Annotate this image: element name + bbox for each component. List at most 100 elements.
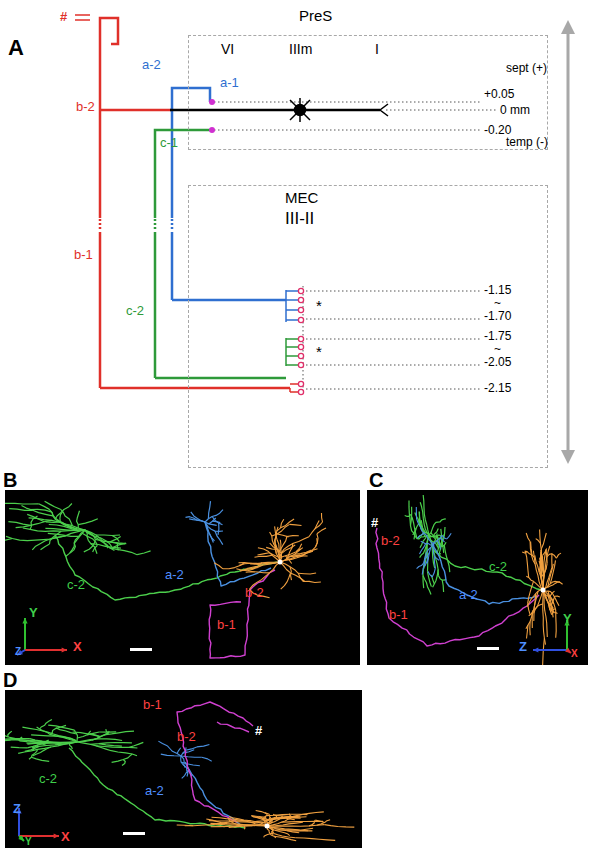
axon-arbor bbox=[113, 543, 126, 547]
axon-terminal bbox=[290, 384, 298, 392]
bouton bbox=[298, 297, 303, 302]
axon-branch bbox=[177, 702, 253, 822]
branch-label: b-2 bbox=[177, 730, 196, 744]
axon-arbor bbox=[5, 503, 39, 505]
axon-arbor bbox=[52, 512, 70, 527]
dendrite-arbor bbox=[525, 552, 528, 578]
blue-axon-a bbox=[172, 88, 298, 322]
axon-arbor bbox=[85, 530, 97, 554]
axon-arbor bbox=[181, 756, 185, 768]
axon-arbor bbox=[215, 531, 223, 545]
dendrite-arbor bbox=[543, 550, 546, 591]
guide-line bbox=[386, 110, 496, 111]
dotted-guides bbox=[214, 102, 496, 394]
position-value: ~ bbox=[494, 343, 501, 356]
branch-label: c-2 bbox=[67, 578, 85, 592]
axon-arbor bbox=[5, 732, 19, 740]
axon-branch bbox=[172, 88, 210, 300]
branch-label: c-2 bbox=[489, 560, 507, 574]
axon-arbor bbox=[27, 742, 78, 743]
dendrite-arbor bbox=[275, 815, 298, 817]
axon-arbor bbox=[158, 741, 167, 746]
axon-arbor bbox=[19, 737, 22, 741]
axon-terminal bbox=[286, 290, 298, 322]
axon-arbor bbox=[31, 757, 49, 761]
dendrite-arbor bbox=[555, 596, 560, 597]
dendrite-arbor bbox=[240, 562, 280, 571]
axon-arbor bbox=[167, 746, 181, 756]
axon-branch bbox=[155, 130, 210, 378]
dendrite-arbor bbox=[322, 513, 323, 522]
axon-arbor bbox=[5, 539, 12, 542]
green-axon-c bbox=[155, 130, 298, 378]
dendrite-arbor bbox=[296, 838, 336, 841]
dendrite-arbor bbox=[272, 524, 290, 536]
direction-label: temp (-) bbox=[506, 136, 548, 149]
soma-dendrites bbox=[290, 98, 310, 122]
dendrite-arbor bbox=[280, 562, 305, 581]
branch-label: b-2 bbox=[245, 586, 264, 600]
axon-arbor bbox=[39, 504, 85, 530]
branch-label: c-2 bbox=[126, 304, 144, 318]
soma bbox=[278, 560, 283, 565]
bouton bbox=[298, 317, 303, 322]
axis-arrow-head bbox=[62, 647, 67, 652]
dendrite-arbor bbox=[526, 533, 530, 542]
dendrite-arbor bbox=[290, 567, 292, 580]
axon-arbor bbox=[50, 725, 66, 734]
dendrite-arbor bbox=[324, 825, 354, 828]
axon-arbor bbox=[8, 522, 30, 526]
dendrite-arbor bbox=[317, 528, 326, 534]
dendrite-arbor bbox=[546, 550, 547, 564]
region-name: MEC bbox=[285, 190, 318, 207]
axis-arrow-head bbox=[54, 833, 59, 838]
guide-line bbox=[306, 389, 480, 390]
dendrite-arbor bbox=[534, 594, 536, 621]
axon-arbor bbox=[40, 720, 52, 730]
dendrite-arbor bbox=[287, 535, 299, 537]
bouton bbox=[298, 307, 303, 312]
axis-arrow bbox=[19, 836, 24, 841]
axon-arbor bbox=[48, 725, 74, 730]
axon-arbor bbox=[22, 727, 77, 742]
position-value: -1.15 bbox=[484, 284, 511, 297]
axon-arbor bbox=[423, 575, 431, 594]
axon-arbor bbox=[77, 511, 80, 528]
axon-arbor bbox=[91, 743, 132, 745]
axon-arbor bbox=[32, 536, 65, 550]
axon-branch bbox=[155, 377, 286, 380]
layer-label: I bbox=[375, 42, 379, 57]
panel-letter: C bbox=[369, 469, 383, 491]
position-value: -0.20 bbox=[484, 124, 511, 137]
branch-label: a-2 bbox=[142, 58, 161, 72]
axon-arbor bbox=[409, 500, 412, 531]
axon-arbor bbox=[11, 746, 28, 748]
axon-arbor bbox=[424, 545, 433, 563]
axon-branch bbox=[100, 387, 290, 390]
dendrite-arbor bbox=[315, 820, 324, 823]
bouton bbox=[298, 353, 303, 358]
dendrite-arbor bbox=[535, 555, 543, 590]
position-value: -2.05 bbox=[484, 356, 511, 369]
neuron-reconstruction bbox=[5, 690, 362, 848]
axis-arrow-head bbox=[533, 647, 538, 652]
dendrite-arbor bbox=[531, 542, 532, 555]
bouton bbox=[209, 99, 215, 105]
break-mark: # bbox=[255, 724, 262, 738]
axon-branch bbox=[433, 542, 537, 604]
position-value: ~ bbox=[494, 297, 501, 310]
axon-arbor bbox=[137, 551, 151, 555]
branch-label: c-1 bbox=[160, 136, 178, 150]
dendrite-arbor bbox=[280, 551, 313, 562]
axon-breaks bbox=[92, 218, 180, 232]
axon-branch bbox=[69, 748, 245, 828]
axis-letter: Z bbox=[519, 640, 527, 654]
soma-and-main-axon bbox=[170, 98, 388, 122]
branch-label: a-1 bbox=[220, 76, 239, 90]
axis-letter: X bbox=[571, 648, 578, 659]
dendrite-arbor bbox=[534, 604, 543, 614]
dendrite-arbor bbox=[239, 563, 262, 565]
dendrite-arbor bbox=[280, 549, 318, 562]
soma bbox=[541, 588, 546, 593]
